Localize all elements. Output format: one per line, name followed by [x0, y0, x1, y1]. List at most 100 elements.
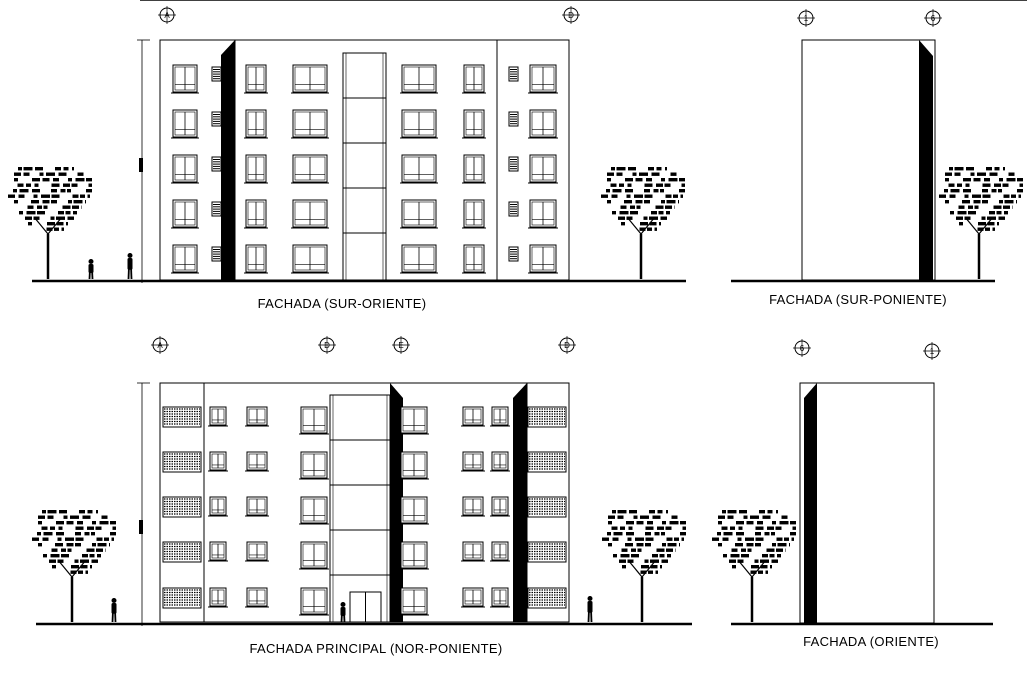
window	[399, 406, 429, 435]
window	[291, 244, 329, 274]
window	[171, 109, 199, 139]
window	[244, 64, 268, 94]
vent-grille	[508, 201, 519, 217]
window	[171, 64, 199, 94]
grid-marker-d: D	[562, 6, 580, 24]
grid-marker-6: 6	[924, 9, 942, 27]
vent-grille	[508, 246, 519, 262]
window	[461, 541, 485, 562]
stairwell	[329, 394, 391, 623]
louver-panel	[527, 406, 567, 428]
window	[245, 406, 269, 427]
elevation-title: FACHADA (SUR-PONIENTE)	[769, 292, 947, 307]
window	[299, 406, 329, 435]
tree	[939, 167, 1023, 279]
window	[244, 244, 268, 274]
window	[462, 244, 486, 274]
window	[462, 64, 486, 94]
louver-panel	[527, 541, 567, 563]
louver-panel	[162, 587, 202, 609]
window	[528, 244, 558, 274]
shadow-column	[390, 383, 403, 622]
window	[400, 154, 438, 184]
window	[299, 451, 329, 480]
shadow-column	[221, 40, 235, 280]
grid-marker-a: A	[151, 336, 169, 354]
vent-grille	[508, 66, 519, 82]
window	[400, 109, 438, 139]
window	[299, 496, 329, 525]
louver-panel	[162, 451, 202, 473]
window	[461, 406, 485, 427]
svg-text:1: 1	[930, 347, 935, 356]
window	[528, 154, 558, 184]
grid-marker-a: A	[158, 6, 176, 24]
dimension-line	[137, 39, 150, 283]
elevation-sur-oriente: A D	[8, 6, 686, 311]
window	[208, 541, 228, 562]
svg-text:D: D	[324, 341, 330, 350]
svg-text:A: A	[164, 11, 170, 20]
elevation-sur-poniente: 1 6 FACHADA (SUR-PONIENTE)	[731, 9, 1023, 307]
window	[490, 541, 510, 562]
vent-grille	[211, 246, 222, 262]
person-figure	[111, 598, 117, 623]
tree	[8, 167, 92, 279]
grid-marker-e: E	[392, 336, 410, 354]
window	[490, 451, 510, 472]
windows	[171, 64, 558, 274]
vent-grille	[211, 66, 222, 82]
vent-grille	[211, 156, 222, 172]
window	[244, 199, 268, 229]
svg-text:6: 6	[931, 14, 936, 23]
window	[399, 587, 429, 616]
svg-text:D: D	[568, 11, 574, 20]
person-figure	[88, 259, 94, 280]
window	[528, 64, 558, 94]
dimension-line	[137, 382, 150, 626]
svg-text:A: A	[157, 341, 163, 350]
building-outline	[801, 39, 936, 281]
building-outline	[799, 382, 935, 624]
window	[171, 199, 199, 229]
window	[208, 406, 228, 427]
window	[299, 587, 329, 616]
louver-panel	[162, 406, 202, 428]
shadow-column	[513, 383, 527, 622]
window	[171, 154, 199, 184]
window	[461, 451, 485, 472]
window	[399, 451, 429, 480]
window	[208, 496, 228, 517]
window	[490, 406, 510, 427]
svg-text:E: E	[398, 341, 403, 350]
window	[208, 451, 228, 472]
svg-text:D: D	[564, 341, 570, 350]
vent-grille	[508, 156, 519, 172]
window	[245, 587, 269, 608]
window	[291, 109, 329, 139]
tree	[712, 510, 796, 622]
window	[528, 109, 558, 139]
louver-panel	[162, 541, 202, 563]
window	[245, 496, 269, 517]
window	[208, 587, 228, 608]
window	[400, 199, 438, 229]
window	[462, 154, 486, 184]
grid-marker-6: 6	[793, 339, 811, 357]
window	[461, 496, 485, 517]
svg-text:6: 6	[800, 344, 805, 353]
tree	[32, 510, 116, 622]
windows	[162, 406, 567, 616]
louver-panel	[527, 587, 567, 609]
window	[400, 64, 438, 94]
elevation-title: FACHADA PRINCIPAL (NOR-PONIENTE)	[249, 641, 502, 656]
grid-marker-1: 1	[797, 9, 815, 27]
window	[399, 541, 429, 570]
grid-marker-d: D	[318, 336, 336, 354]
person-figure	[127, 253, 133, 280]
shadow-column	[804, 383, 817, 623]
grid-marker-1: 1	[923, 342, 941, 360]
vent-grille	[211, 111, 222, 127]
tree	[602, 510, 686, 622]
louver-panel	[162, 496, 202, 518]
